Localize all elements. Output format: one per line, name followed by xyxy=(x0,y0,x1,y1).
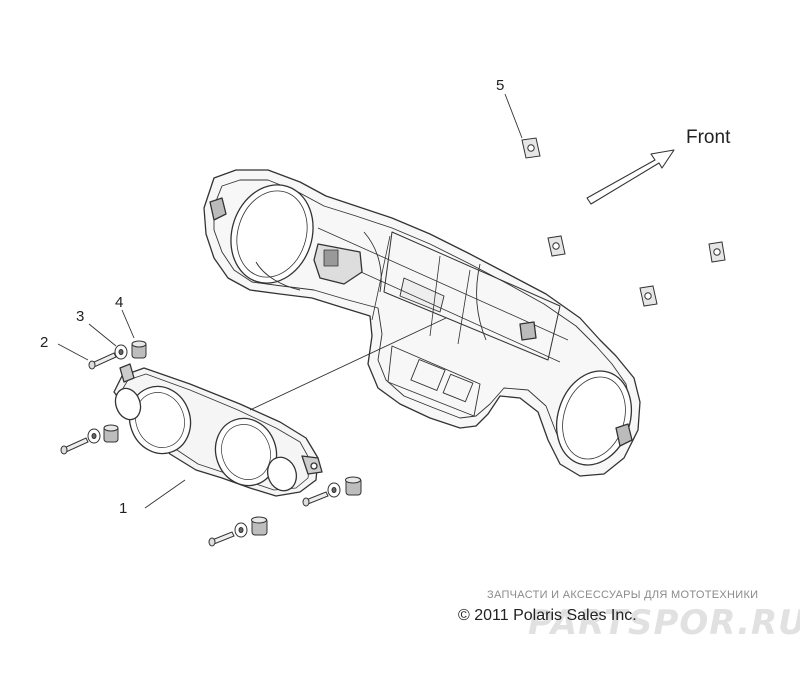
leader-lines xyxy=(57,93,523,509)
instrument-cluster-housing xyxy=(113,363,323,497)
screws xyxy=(60,352,329,547)
screw xyxy=(302,491,329,507)
part-callouts: 1 2 3 4 5 xyxy=(40,77,504,517)
screw xyxy=(208,531,235,547)
watermark-logo: PARTSPOR.RU xyxy=(528,603,800,643)
callout-part-1: 1 xyxy=(119,500,127,517)
callout-part-2: 2 xyxy=(40,334,48,351)
screw xyxy=(60,437,89,455)
washer xyxy=(87,428,101,444)
fairing-dash-panel xyxy=(203,169,641,477)
grommet xyxy=(131,340,147,359)
speed-nut-clip xyxy=(639,285,658,307)
callout-part-3: 3 xyxy=(76,308,84,325)
callout-part-4: 4 xyxy=(115,294,123,311)
speed-nut-clip xyxy=(547,235,566,257)
speed-nut-clips xyxy=(521,137,726,307)
watermark-tagline: ЗАПЧАСТИ И АКСЕССУАРЫ ДЛЯ МОТОТЕХНИКИ xyxy=(487,589,759,601)
speed-nut-clip xyxy=(521,137,541,159)
speed-nut-clip xyxy=(708,241,726,263)
grommet xyxy=(103,424,119,443)
grommets xyxy=(103,340,362,536)
washers xyxy=(87,344,341,538)
washer xyxy=(114,344,128,360)
grommet xyxy=(345,476,362,496)
callout-part-5: 5 xyxy=(496,77,504,94)
screw xyxy=(88,352,117,370)
washer xyxy=(234,522,248,538)
front-arrow-icon xyxy=(586,149,675,205)
copyright-notice: © 2011 Polaris Sales Inc. xyxy=(458,607,637,624)
washer xyxy=(327,482,341,498)
front-direction-label: Front xyxy=(686,127,731,148)
grommet xyxy=(251,516,268,536)
